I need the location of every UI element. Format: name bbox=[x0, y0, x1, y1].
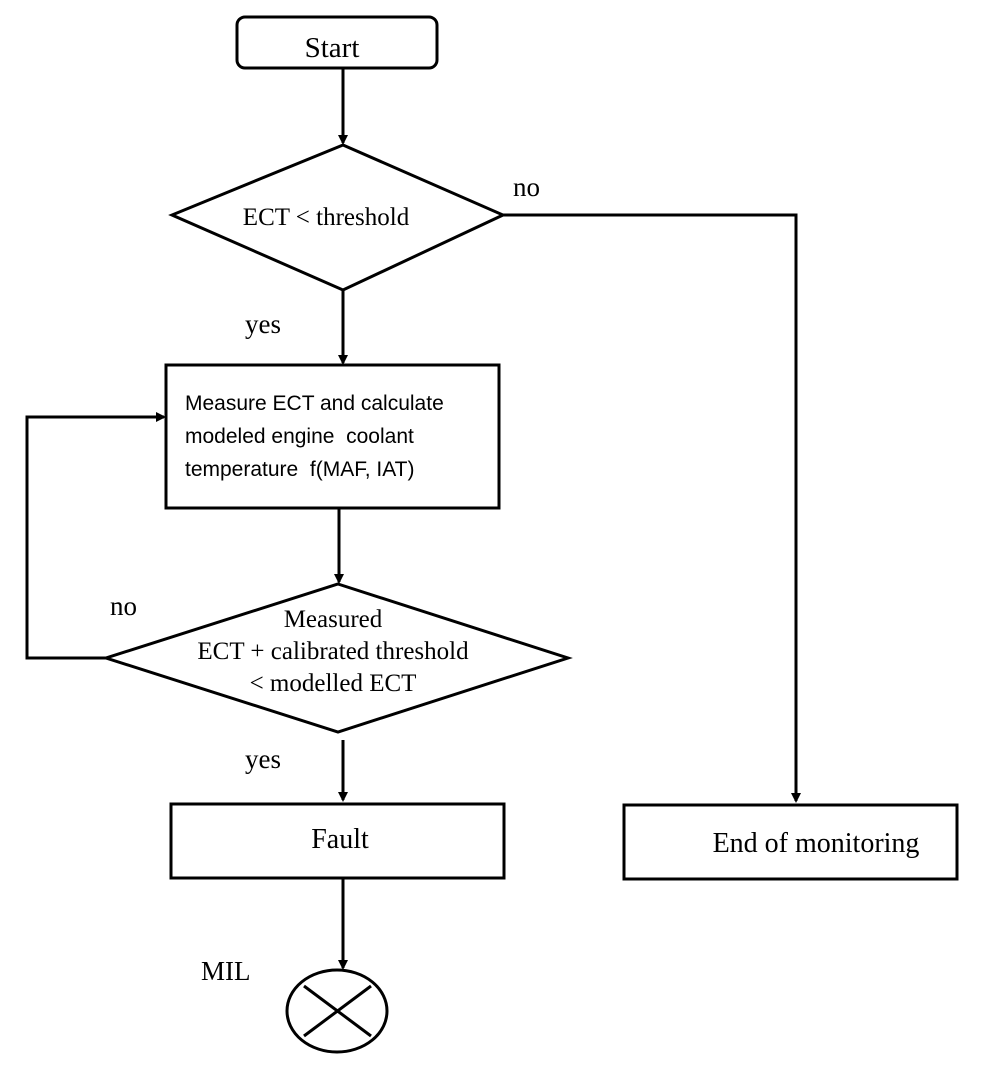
end-node: End of monitoring bbox=[622, 803, 959, 881]
decision2-line-2: ECT + calibrated threshold bbox=[197, 638, 469, 665]
process-line-3: temperature f(MAF, IAT) bbox=[185, 458, 415, 481]
edge-decision1-no-to-end bbox=[503, 213, 801, 803]
process-line-1: Measure ECT and calculate bbox=[185, 392, 444, 415]
decision2-line-3: < modelled ECT bbox=[250, 670, 417, 697]
fault-node: Fault bbox=[169, 802, 506, 880]
process-node: Measure ECT and calculate modeled engine… bbox=[164, 363, 501, 510]
fault-label: Fault bbox=[311, 824, 369, 855]
decision2-yes-label: yes bbox=[245, 744, 281, 774]
decision2-no-label: no bbox=[110, 591, 137, 621]
decision1-label: ECT < threshold bbox=[243, 204, 410, 231]
edge-decision2-no-to-process bbox=[25, 412, 166, 660]
decision1-no-label: no bbox=[513, 172, 540, 202]
end-label: End of monitoring bbox=[713, 828, 920, 859]
start-label: Start bbox=[305, 32, 360, 64]
mil-label: MIL bbox=[201, 956, 251, 986]
process-line-2: modeled engine coolant bbox=[185, 425, 414, 448]
mil-lamp-icon bbox=[285, 968, 389, 1054]
start-node: Start bbox=[235, 15, 439, 70]
decision2-node: Measured ECT + calibrated threshold < mo… bbox=[101, 582, 573, 734]
decision1-yes-label: yes bbox=[245, 309, 281, 339]
decision1-node: ECT < threshold bbox=[168, 143, 507, 292]
decision2-line-1: Measured bbox=[284, 606, 383, 633]
